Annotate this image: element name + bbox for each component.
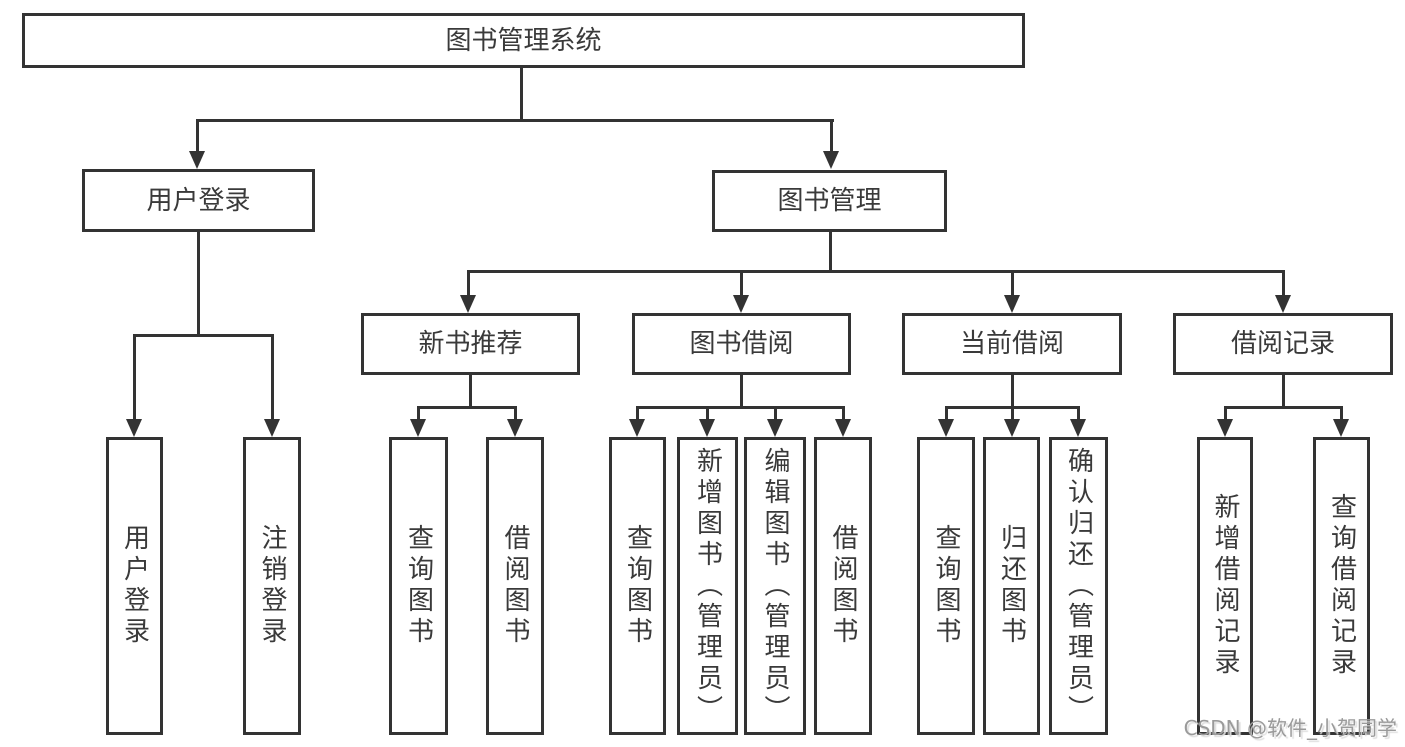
arrow-groupC-leaf2 [1004, 419, 1020, 437]
arrow-groupA-leaf1 [410, 419, 426, 437]
arrow-groupB-leaf2 [699, 419, 715, 437]
node-leaf-edit-book-admin-label: 编辑图书（管理员） [760, 446, 790, 726]
csdn-watermark: CSDN @软件_小贺同学 [1183, 716, 1397, 740]
connector-userlogin-crossbar [133, 334, 274, 337]
node-root-system: 图书管理系统 [22, 13, 1025, 68]
node-leaf-add-borrow-record: 新增借阅记录 [1197, 437, 1253, 735]
node-borrow-records: 借阅记录 [1173, 313, 1393, 375]
node-leaf-query-book-c-label: 查询图书 [931, 524, 961, 648]
node-leaf-query-book-c: 查询图书 [917, 437, 975, 735]
connector-groupB-leaf1 [636, 406, 639, 421]
node-leaf-logout-label: 注销登录 [257, 524, 287, 648]
node-leaf-add-book-admin-label: 新增图书（管理员） [692, 446, 723, 726]
arrow-to-newbook [460, 295, 476, 313]
arrow-to-book-mgmt [823, 151, 839, 169]
connector-groupB-leaf3 [774, 406, 777, 421]
connector-groupB-stem [740, 375, 743, 409]
node-user-login: 用户登录 [82, 169, 315, 232]
connector-groupA-crossbar [417, 406, 517, 409]
connector-groupD-stem [1282, 375, 1285, 409]
connector-groupC-leaf2 [1011, 406, 1014, 421]
connector-to-logout-leaf [271, 334, 274, 420]
arrow-to-current [1004, 295, 1020, 313]
node-book-borrowing: 图书借阅 [632, 313, 851, 375]
connector-bookmgmt-stem [829, 232, 832, 273]
connector-userlogin-stem [197, 232, 200, 337]
node-leaf-user-login-label: 用户登录 [119, 524, 150, 648]
node-leaf-user-login: 用户登录 [106, 437, 163, 735]
arrow-groupD-leaf1 [1217, 419, 1233, 437]
node-leaf-query-borrow-record: 查询借阅记录 [1313, 437, 1370, 735]
arrow-to-login-leaf [126, 419, 142, 437]
connector-to-book-mgmt [830, 119, 833, 152]
node-leaf-confirm-return-admin: 确认归还（管理员） [1049, 437, 1108, 735]
connector-root-stem [520, 66, 523, 121]
arrow-to-user-login [189, 151, 205, 169]
connector-bookmgmt-crossbar [467, 270, 1285, 273]
connector-groupB-crossbar [636, 406, 845, 409]
arrow-groupC-leaf3 [1070, 419, 1086, 437]
connector-groupB-leaf2 [706, 406, 709, 421]
node-user-login-label: 用户登录 [146, 185, 251, 216]
arrow-groupD-leaf2 [1333, 419, 1349, 437]
arrow-groupA-leaf2 [507, 419, 523, 437]
node-leaf-add-borrow-record-label: 新增借阅记录 [1210, 493, 1240, 679]
node-borrow-records-label: 借阅记录 [1230, 329, 1335, 359]
connector-groupC-leaf1 [945, 406, 948, 421]
node-new-book-recommend: 新书推荐 [361, 313, 580, 375]
arrow-groupB-leaf3 [767, 419, 783, 437]
connector-groupD-crossbar [1224, 406, 1343, 409]
connector-groupA-leaf2 [514, 406, 517, 421]
connector-to-records [1282, 270, 1285, 297]
arrow-to-records [1275, 295, 1291, 313]
connector-groupB-leaf4 [842, 406, 845, 421]
connector-groupA-leaf1 [417, 406, 420, 421]
node-leaf-confirm-return-admin-label: 确认归还（管理员） [1063, 446, 1094, 726]
node-leaf-query-book-a: 查询图书 [389, 437, 448, 735]
node-leaf-query-borrow-record-label: 查询借阅记录 [1326, 493, 1357, 679]
connector-groupC-stem [1011, 375, 1014, 409]
node-leaf-edit-book-admin: 编辑图书（管理员） [744, 437, 806, 735]
connector-groupD-leaf1 [1224, 406, 1227, 421]
arrow-to-borrow [733, 295, 749, 313]
connector-root-crossbar [197, 119, 834, 122]
node-book-management: 图书管理 [712, 170, 947, 232]
connector-to-user-login [196, 119, 199, 152]
node-new-book-recommend-label: 新书推荐 [418, 329, 523, 359]
node-book-management-label: 图书管理 [777, 186, 882, 216]
connector-groupD-leaf2 [1340, 406, 1343, 421]
node-leaf-borrow-book-b: 借阅图书 [814, 437, 872, 735]
connector-to-login-leaf [133, 334, 136, 420]
node-leaf-query-book-b: 查询图书 [609, 437, 666, 735]
node-leaf-query-book-a-label: 查询图书 [403, 524, 434, 648]
node-leaf-logout: 注销登录 [243, 437, 301, 735]
node-book-borrowing-label: 图书借阅 [689, 329, 794, 359]
connector-groupA-stem [469, 375, 472, 409]
node-current-borrowing-label: 当前借阅 [959, 329, 1064, 359]
node-current-borrowing: 当前借阅 [902, 313, 1122, 375]
node-leaf-query-book-b-label: 查询图书 [622, 524, 653, 648]
node-leaf-borrow-book-a: 借阅图书 [486, 437, 544, 735]
arrow-to-logout-leaf [264, 419, 280, 437]
arrow-groupC-leaf1 [938, 419, 954, 437]
node-leaf-return-book: 归还图书 [983, 437, 1040, 735]
node-leaf-borrow-book-a-label: 借阅图书 [500, 524, 530, 648]
connector-groupC-leaf3 [1077, 406, 1080, 421]
node-leaf-return-book-label: 归还图书 [996, 524, 1027, 648]
arrow-groupB-leaf1 [629, 419, 645, 437]
connector-to-current [1011, 270, 1014, 297]
connector-to-borrow [740, 270, 743, 297]
node-root-label: 图书管理系统 [445, 25, 602, 56]
node-leaf-add-book-admin: 新增图书（管理员） [677, 437, 738, 735]
connector-to-newbook [467, 270, 470, 297]
node-leaf-borrow-book-b-label: 借阅图书 [828, 524, 858, 648]
arrow-groupB-leaf4 [835, 419, 851, 437]
